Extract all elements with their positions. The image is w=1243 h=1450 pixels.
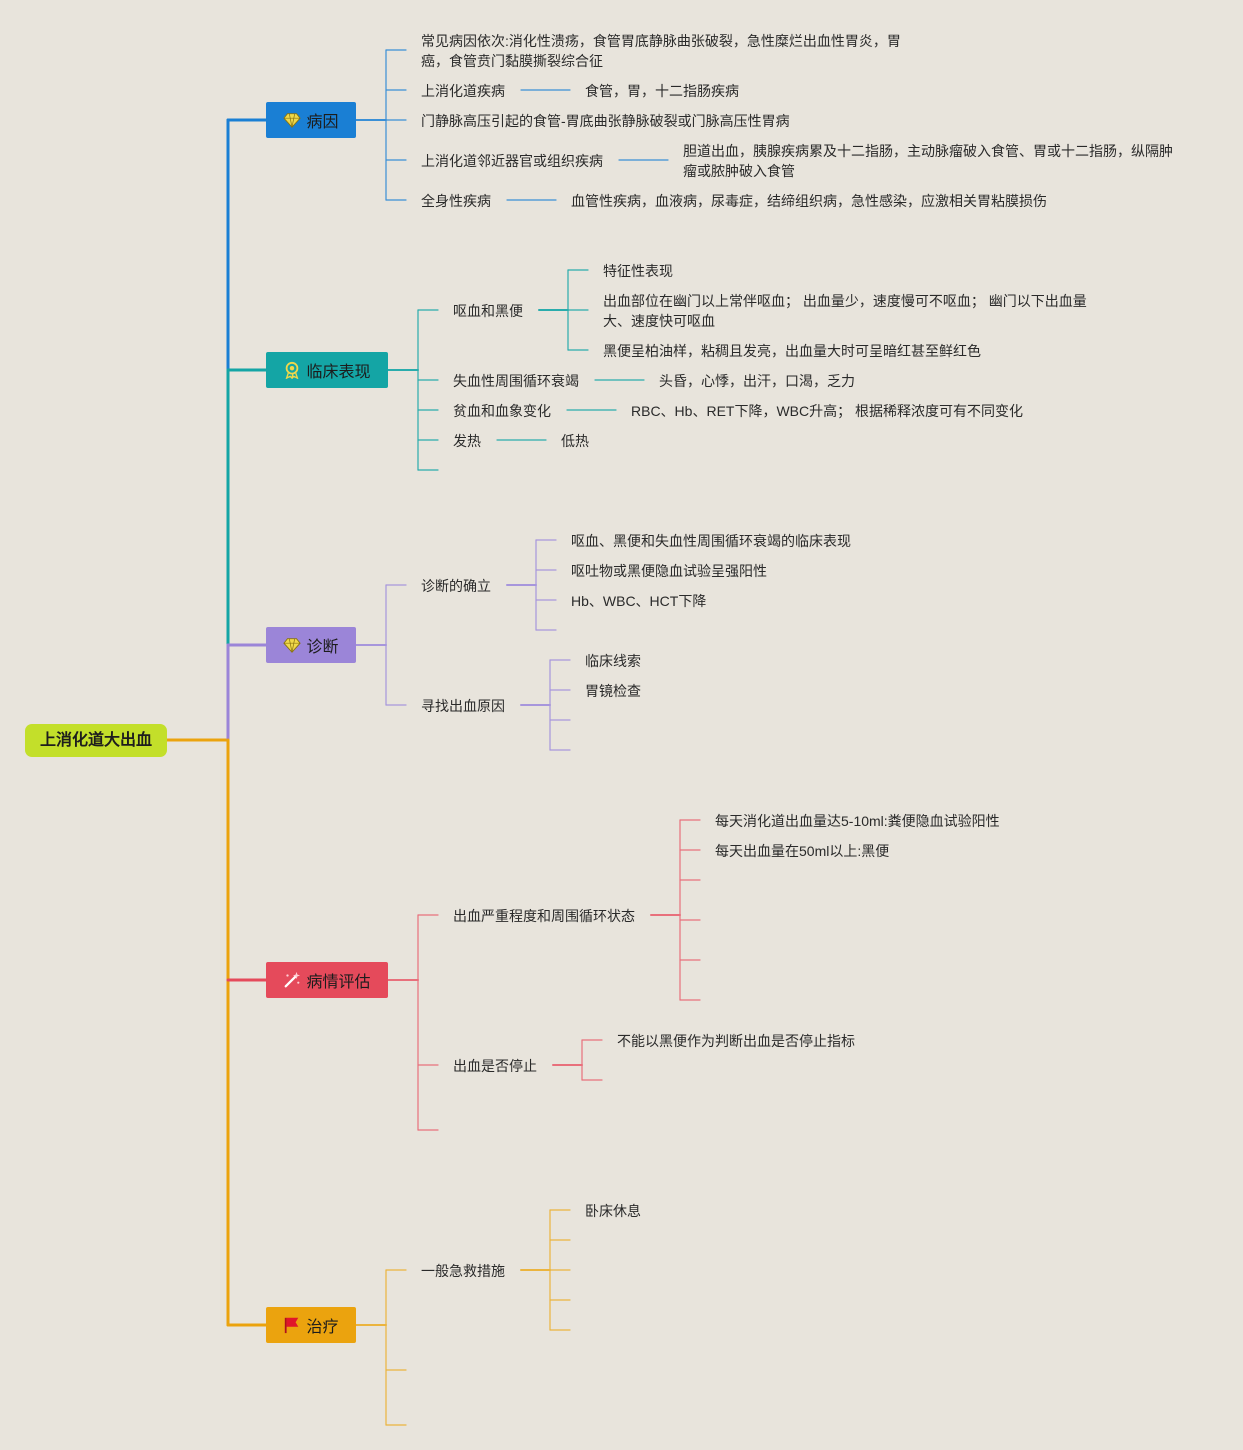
cause-systemic-detail[interactable]: 血管性疾病，血液病，尿毒症，结缔组织病，急性感染，应激相关胃粘膜损伤 <box>571 193 1047 209</box>
assessment-severity-2[interactable]: 每天出血量在50ml以上:黑便 <box>715 843 890 859</box>
root-node[interactable]: 上消化道大出血 <box>25 724 167 757</box>
award-icon <box>283 361 301 379</box>
branch-clinical-label: 临床表现 <box>306 364 371 381</box>
branch-treatment-label: 治疗 <box>306 1319 339 1336</box>
diagnosis-find-2[interactable]: 胃镜检查 <box>585 683 641 699</box>
clinical-fever[interactable]: 发热 <box>453 433 481 449</box>
cause-ugi-disease-detail[interactable]: 食管，胃，十二指肠疾病 <box>585 83 739 99</box>
diamond-icon <box>283 636 302 654</box>
clinical-site[interactable]: 出血部位在幽门以上常伴呕血； 出血量少，速度慢可不呕血； 幽门以下出血量大、速度… <box>603 293 1087 329</box>
diagnosis-confirm-1[interactable]: 呕血、黑便和失血性周围循环衰竭的临床表现 <box>571 533 851 549</box>
treatment-emergency[interactable]: 一般急救措施 <box>421 1263 505 1279</box>
cause-systemic[interactable]: 全身性疾病 <box>421 193 491 209</box>
clinical-characteristic[interactable]: 特征性表现 <box>603 263 673 279</box>
flag-icon <box>283 1316 301 1334</box>
diagnosis-find-1[interactable]: 临床线索 <box>585 653 641 669</box>
branch-treatment[interactable]: 治疗 <box>266 1307 356 1343</box>
branch-cause[interactable]: 病因 <box>266 102 356 138</box>
clinical-melena[interactable]: 黑便呈柏油样，粘稠且发亮，出血量大时可呈暗红甚至鲜红色 <box>603 343 981 359</box>
branch-cause-label: 病因 <box>306 114 339 131</box>
clinical-fever-detail[interactable]: 低热 <box>561 433 589 449</box>
clinical-anemia-detail[interactable]: RBC、Hb、RET下降，WBC升高； 根据稀释浓度可有不同变化 <box>631 403 1024 419</box>
wand-icon <box>283 971 301 989</box>
branch-assessment-label: 病情评估 <box>306 974 371 991</box>
clinical-circulatory[interactable]: 失血性周围循环衰竭 <box>453 373 579 389</box>
cause-common-order[interactable]: 常见病因依次:消化性溃疡，食管胃底静脉曲张破裂，急性糜烂出血性胃炎，胃癌，食管贲… <box>421 33 901 69</box>
diagnosis-confirm-3[interactable]: Hb、WBC、HCT下降 <box>571 593 707 609</box>
clinical-circulatory-detail[interactable]: 头昏，心悸，出汗，口渴，乏力 <box>659 373 855 389</box>
diagnosis-confirm-2[interactable]: 呕吐物或黑便隐血试验呈强阳性 <box>571 563 767 579</box>
branch-assessment[interactable]: 病情评估 <box>266 962 388 998</box>
cause-adjacent[interactable]: 上消化道邻近器官或组织疾病 <box>421 153 603 169</box>
assessment-severity-1[interactable]: 每天消化道出血量达5-10ml:粪便隐血试验阳性 <box>715 813 1000 829</box>
branch-diagnosis[interactable]: 诊断 <box>266 627 356 663</box>
cause-adjacent-detail[interactable]: 胆道出血，胰腺疾病累及十二指肠，主动脉瘤破入食管、胃或十二指肠，纵隔肿瘤或脓肿破… <box>683 143 1173 179</box>
branch-clinical[interactable]: 临床表现 <box>266 352 388 388</box>
treatment-emergency-1[interactable]: 卧床休息 <box>585 1203 641 1219</box>
cause-portal[interactable]: 门静脉高压引起的食管-胃底曲张静脉破裂或门脉高压性胃病 <box>421 113 790 129</box>
assessment-severity[interactable]: 出血严重程度和周围循环状态 <box>453 908 635 924</box>
assessment-stopped-1[interactable]: 不能以黑便作为判断出血是否停止指标 <box>617 1033 855 1049</box>
assessment-stopped[interactable]: 出血是否停止 <box>453 1058 537 1074</box>
clinical-hematemesis[interactable]: 呕血和黑便 <box>453 303 523 319</box>
diamond-icon <box>283 111 302 129</box>
clinical-anemia[interactable]: 贫血和血象变化 <box>453 403 551 419</box>
diagnosis-find-cause[interactable]: 寻找出血原因 <box>421 698 505 714</box>
cause-ugi-disease[interactable]: 上消化道疾病 <box>421 83 505 99</box>
branch-diagnosis-label: 诊断 <box>306 639 339 656</box>
diagnosis-confirm[interactable]: 诊断的确立 <box>421 578 491 594</box>
